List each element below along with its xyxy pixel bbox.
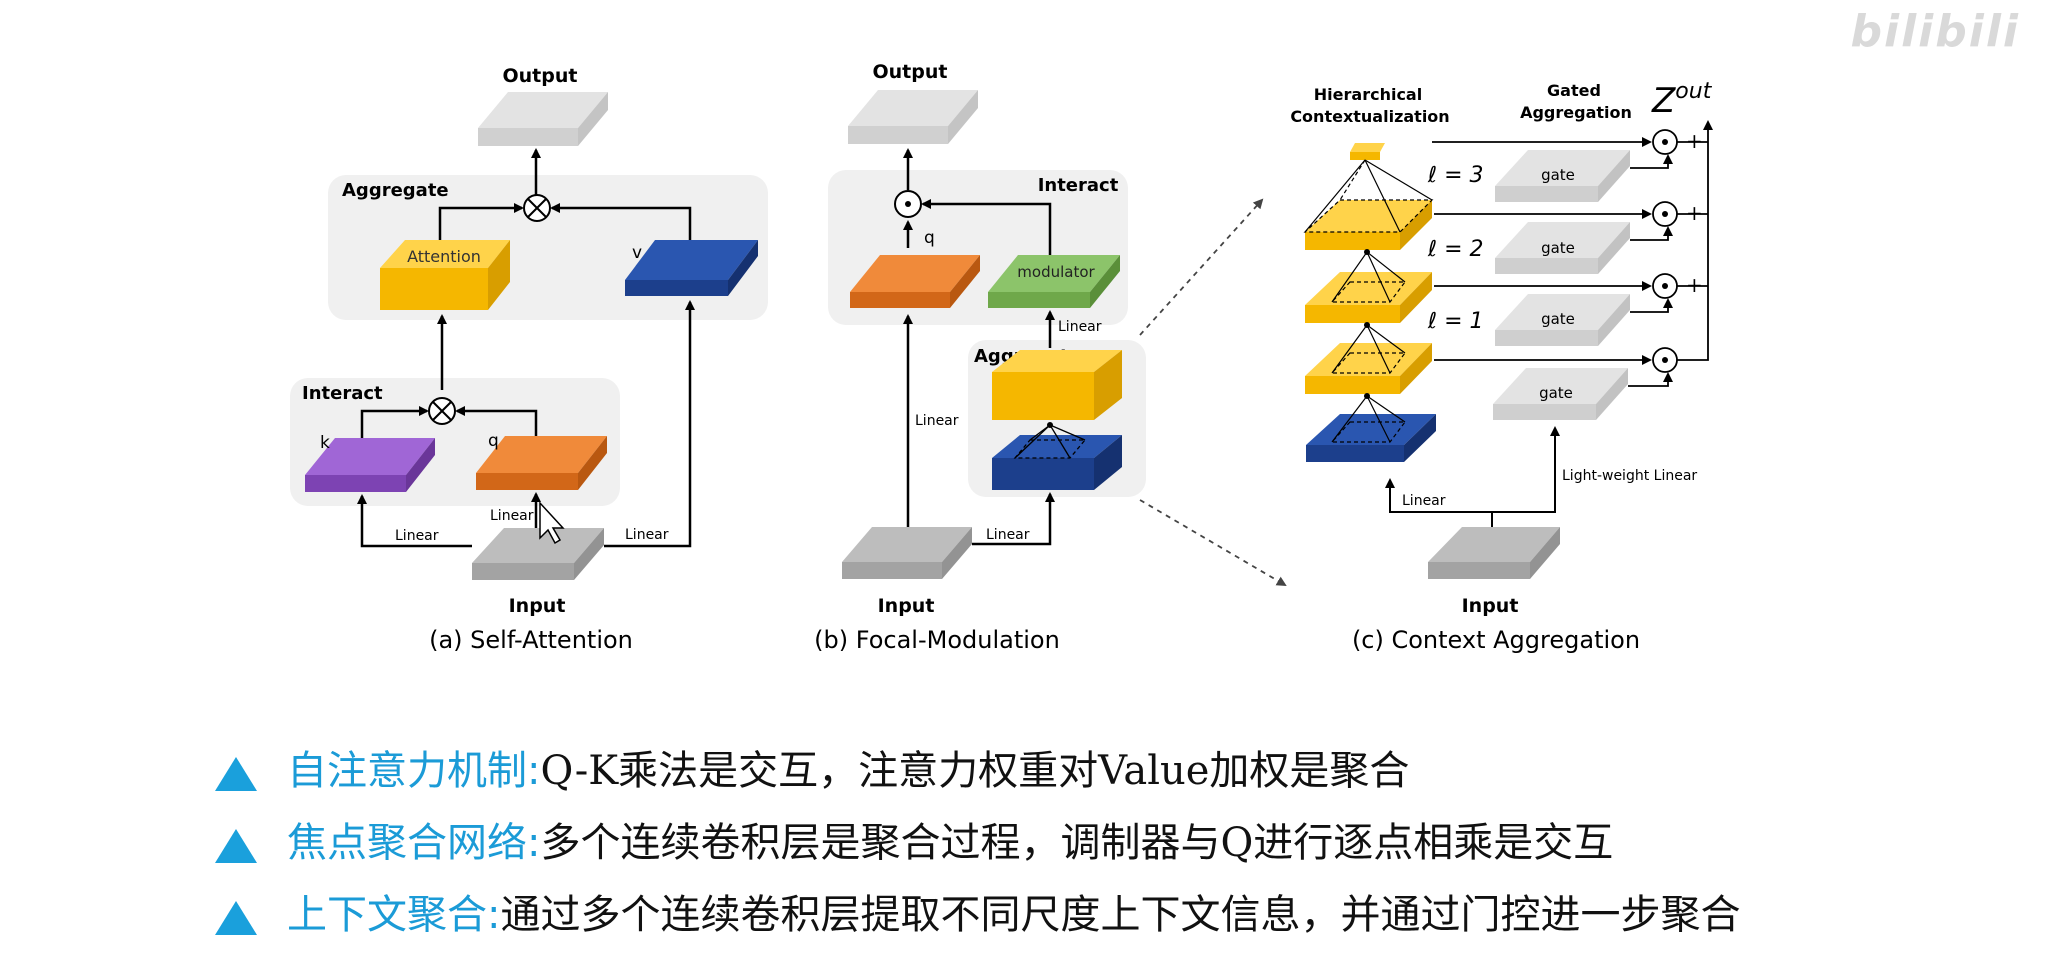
- aggregate-block-b: [992, 350, 1122, 420]
- bullet-text: 通过多个连续卷积层提取不同尺度上下文信息，并通过门控进一步聚合: [500, 892, 1741, 938]
- triangle-bullet-icon: [215, 757, 257, 791]
- gate-label-3: gate: [1541, 310, 1575, 328]
- linear-in-label-b: Linear: [986, 527, 1030, 543]
- gate-plate-1: [1495, 150, 1630, 202]
- panel-self-attention: Output Aggregate Attention: [290, 65, 768, 654]
- linear-q-label: Linear: [490, 508, 534, 524]
- plus-2: +: [1686, 201, 1703, 225]
- output-plate-a: [478, 92, 608, 146]
- gate-plate-2: [1495, 222, 1630, 274]
- tiny-feature-map: [1350, 143, 1385, 160]
- gate-label-2: gate: [1541, 239, 1575, 257]
- interact-label-b: Interact: [1038, 175, 1119, 196]
- linear-mod-label: Linear: [1058, 319, 1102, 335]
- interact-label-a: Interact: [302, 383, 383, 404]
- k-label: k: [320, 433, 330, 453]
- gate-multiply-icon-2: [1652, 201, 1678, 227]
- panel-focal-modulation: Output Interact q modulator: [814, 61, 1287, 654]
- gate-label-1: gate: [1541, 166, 1575, 184]
- linear-v-label: Linear: [625, 527, 669, 543]
- plus-3: +: [1686, 273, 1703, 297]
- modulator-label: modulator: [1017, 263, 1095, 281]
- query-plate-b: [850, 255, 980, 308]
- linear-k-label: Linear: [395, 528, 439, 544]
- conv-block-b: [992, 422, 1122, 490]
- gated-title-2: Aggregation: [1520, 103, 1632, 122]
- output-label-b: Output: [873, 61, 948, 83]
- bullet-head: 上下文聚合:通过多个连续卷积层提取不同尺度上下文信息，并通过门控进一步聚合: [287, 892, 1741, 938]
- triangle-bullet-icon: [215, 829, 257, 863]
- level0-feature-map: [1306, 393, 1436, 462]
- gate-multiply-icon-1: [1652, 129, 1678, 155]
- caption-b: (b) Focal-Modulation: [814, 626, 1060, 654]
- input-plate-a: [472, 528, 604, 580]
- bullet-head: 自注意力机制:Q-K乘法是交互，注意力权重对Value加权是聚合: [287, 748, 1410, 794]
- triangle-bullet-icon: [215, 901, 257, 935]
- output-plate-b: [848, 90, 978, 144]
- level-3-label: ℓ = 3: [1427, 163, 1484, 188]
- interact-multiply-icon: [428, 397, 456, 425]
- gated-title-1: Gated: [1547, 81, 1601, 100]
- input-label-c: Input: [1462, 595, 1519, 617]
- attention-block: [380, 240, 510, 310]
- zout-label: Zout: [1651, 79, 1713, 121]
- caption-a: (a) Self-Attention: [429, 626, 633, 654]
- level-1-label: ℓ = 1: [1427, 309, 1484, 334]
- hier-title-1: Hierarchical: [1314, 85, 1422, 104]
- attention-label: Attention: [407, 247, 481, 266]
- q-label-a: q: [488, 431, 499, 451]
- caption-c: (c) Context Aggregation: [1352, 626, 1640, 654]
- mouse-cursor-icon: [539, 501, 565, 545]
- value-plate: [625, 240, 758, 296]
- bilibili-watermark: bilibili: [1850, 6, 2020, 57]
- gate-label-4: gate: [1539, 384, 1573, 402]
- bullet-self-attention: 自注意力机制:Q-K乘法是交互，注意力权重对Value加权是聚合: [215, 735, 2035, 807]
- level1-feature-map: [1305, 322, 1432, 394]
- gate-multiply-icon-3: [1652, 273, 1678, 299]
- input-plate-c: [1428, 527, 1560, 579]
- v-label: v: [632, 243, 642, 263]
- bullet-text: 多个连续卷积层是聚合过程，调制器与Q进行逐点相乘是交互: [540, 820, 1614, 866]
- input-label-a: Input: [509, 595, 566, 617]
- hier-title-2: Contextualization: [1290, 107, 1449, 126]
- input-plate-b: [842, 527, 972, 579]
- aggregate-multiply-icon: [523, 194, 551, 222]
- bullet-focal-modulation: 焦点聚合网络:多个连续卷积层是聚合过程，调制器与Q进行逐点相乘是交互: [215, 807, 2035, 879]
- bullet-text: Q-K乘法是交互，注意力权重对Value加权是聚合: [540, 748, 1410, 794]
- linear-q-label-b: Linear: [915, 413, 959, 429]
- linear-label-c: Linear: [1402, 493, 1446, 509]
- level2-feature-map: [1305, 249, 1432, 323]
- plus-1: +: [1686, 129, 1703, 153]
- bullet-context-aggregation: 上下文聚合:通过多个连续卷积层提取不同尺度上下文信息，并通过门控进一步聚合: [215, 879, 2035, 951]
- panel-context-aggregation: Hierarchical Contextualization Gated Agg…: [1290, 79, 1713, 654]
- gate-plate-3: [1495, 294, 1630, 346]
- bullet-head: 焦点聚合网络:多个连续卷积层是聚合过程，调制器与Q进行逐点相乘是交互: [287, 820, 1614, 866]
- query-plate-a: [476, 436, 607, 490]
- gate-multiply-icon-4: [1652, 347, 1678, 373]
- modulator-plate: [988, 255, 1120, 308]
- bullet-list: 自注意力机制:Q-K乘法是交互，注意力权重对Value加权是聚合 焦点聚合网络:…: [215, 735, 2035, 951]
- pointwise-multiply-icon: [894, 190, 922, 218]
- light-linear-label: Light-weight Linear: [1562, 468, 1697, 484]
- aggregate-label-a: Aggregate: [342, 180, 449, 201]
- output-label-a: Output: [503, 65, 578, 87]
- input-label-b: Input: [878, 595, 935, 617]
- level-2-label: ℓ = 2: [1427, 237, 1484, 262]
- level3-feature-map: [1303, 159, 1434, 250]
- gate-plate-4: [1493, 368, 1628, 420]
- q-label-b: q: [924, 228, 935, 248]
- key-plate: [305, 438, 435, 492]
